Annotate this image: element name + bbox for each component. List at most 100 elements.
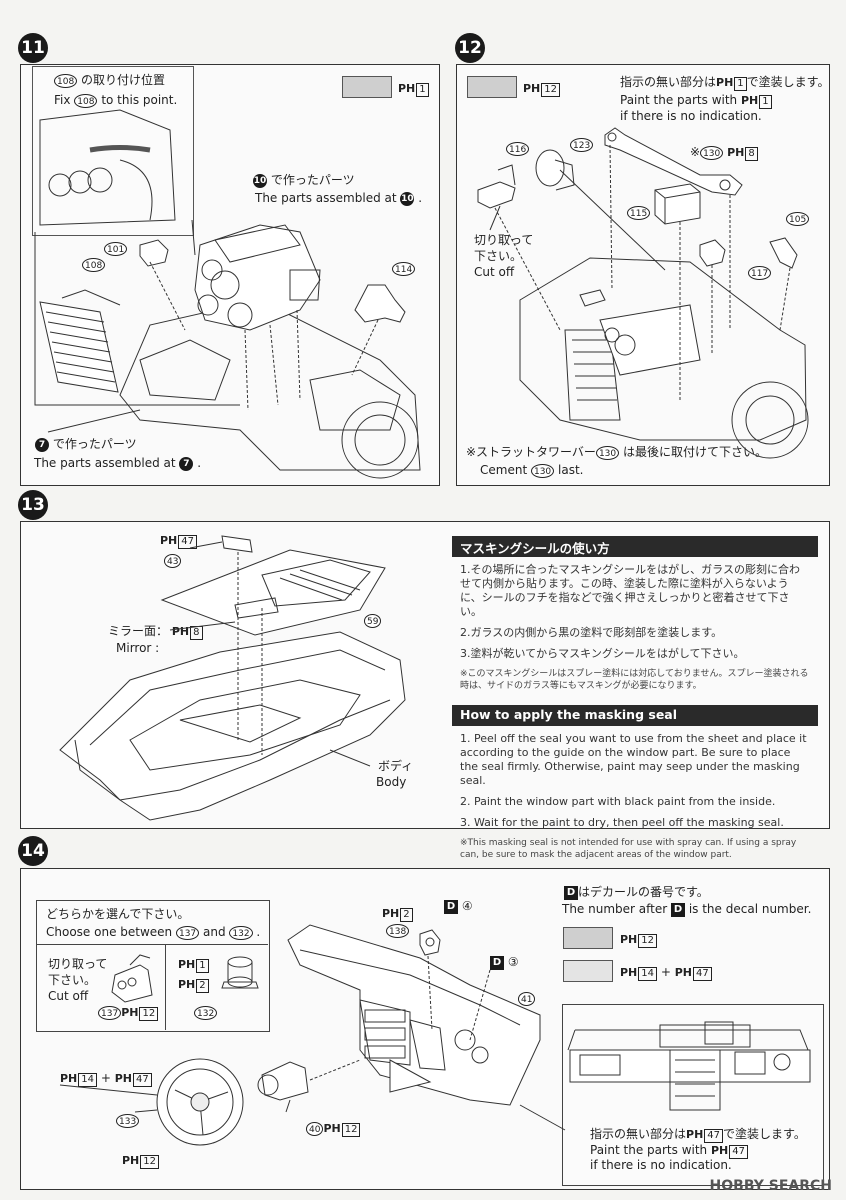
part-number: 40 bbox=[306, 1121, 324, 1136]
paint-prefix: PH bbox=[620, 966, 638, 979]
paint-number: 47 bbox=[729, 1145, 748, 1159]
step-12-cut-en: Cut off bbox=[474, 265, 515, 279]
part-116-label: 116 bbox=[506, 140, 530, 156]
part-number: 137 bbox=[175, 925, 200, 940]
mirror-jp-text: ミラー面： bbox=[108, 624, 169, 638]
decal-number: ③ bbox=[507, 955, 519, 969]
step-12-number: 12 bbox=[455, 33, 485, 63]
paint-prefix: PH bbox=[114, 1072, 132, 1085]
step-11-number: 11 bbox=[18, 33, 48, 63]
asm2-en-text: The parts assembled at bbox=[34, 456, 176, 470]
part-133-label: 133 bbox=[116, 1112, 140, 1128]
decal-en: The number after D is the decal number. bbox=[562, 901, 811, 917]
paint-prefix: PH bbox=[178, 978, 196, 991]
body-jp: ボディ bbox=[378, 759, 414, 773]
part-number: 138 bbox=[386, 923, 410, 938]
part-number: 130 bbox=[700, 145, 724, 160]
part-105-label: 105 bbox=[786, 210, 810, 226]
paint-number: 8 bbox=[745, 147, 758, 161]
paint-prefix: PH bbox=[121, 1006, 139, 1019]
paint-number: 8 bbox=[190, 626, 203, 640]
paint-number: 12 bbox=[541, 83, 561, 97]
note-jp-a: 指示の無い部分は bbox=[590, 1127, 687, 1141]
decal-4-label: D ④ bbox=[444, 898, 473, 914]
paint-number: 1 bbox=[416, 83, 429, 97]
paint-number: 14 bbox=[78, 1073, 98, 1087]
choose-jp: どちらかを選んで下さい。 bbox=[46, 907, 190, 921]
step-12-cut-jp1: 切り取って bbox=[474, 233, 534, 247]
step-12-paint-swatch bbox=[467, 76, 517, 98]
step-11-inset-en: Fix 108 to this point. bbox=[54, 92, 177, 108]
part-138-label: 138 bbox=[386, 922, 410, 938]
part-number: 101 bbox=[104, 241, 128, 256]
step-14-note-en2: if there is no indication. bbox=[590, 1158, 732, 1172]
part-59-label: 59 bbox=[364, 612, 382, 628]
part-108-label: 108 bbox=[82, 256, 106, 272]
decal-en-a: The number after bbox=[562, 902, 668, 916]
inset-en-suffix: to this point. bbox=[101, 93, 178, 107]
asm-en-text: The parts assembled at bbox=[255, 191, 397, 205]
choose-en: Choose one between 137 and 132 . bbox=[46, 925, 261, 940]
step-ref-badge: 10 bbox=[400, 191, 415, 206]
note-en-a: Paint the parts with bbox=[620, 93, 738, 107]
strut-en-b: last. bbox=[558, 463, 584, 477]
paint-prefix: PH bbox=[398, 82, 416, 95]
part-number: 133 bbox=[116, 1113, 140, 1128]
step-ref-badge: 7 bbox=[179, 456, 194, 471]
choose-en-b: and bbox=[203, 925, 226, 939]
paint-number: 2 bbox=[196, 979, 209, 993]
part-number: 130 bbox=[595, 445, 620, 460]
part-number: 117 bbox=[748, 265, 772, 280]
paint-prefix: PH bbox=[716, 76, 734, 89]
part-114-label: 114 bbox=[392, 260, 416, 276]
paint-number: 2 bbox=[400, 908, 413, 922]
choose-cut-jp1: 切り取って bbox=[48, 957, 108, 971]
decal-3-label: D ③ bbox=[490, 954, 519, 970]
part-117-label: 117 bbox=[748, 264, 772, 280]
note-jp-a: 指示の無い部分は bbox=[620, 75, 717, 89]
masking-jp-step2: 2.ガラスの内側から黒の塗料で彫刻部を塗装します。 bbox=[460, 626, 723, 639]
part-number: 130 bbox=[530, 463, 555, 478]
decal-letter: D bbox=[564, 885, 578, 900]
masking-jp-step3: 3.塗料が乾いてからマスキングシールをはがして下さい。 bbox=[460, 647, 745, 660]
step-11-asm-en: The parts assembled at 10 . bbox=[255, 191, 423, 206]
paint-number: 12 bbox=[139, 1007, 159, 1021]
part-115-label: 115 bbox=[627, 204, 651, 220]
choose-cut-jp2: 下さい。 bbox=[48, 973, 97, 987]
part-number: 132 bbox=[194, 1005, 218, 1020]
part-number: 105 bbox=[786, 211, 810, 226]
step-12-note-en2: if there is no indication. bbox=[620, 109, 762, 123]
part-number: 115 bbox=[627, 205, 651, 220]
paint-number: 1 bbox=[196, 959, 209, 973]
masking-instructions: マスキングシールの使い方 1.その場所に合ったマスキングシールをはがし、ガラスの… bbox=[452, 536, 818, 874]
masking-en-step1: 1. Peel off the seal you want to use fro… bbox=[460, 732, 807, 787]
paint-prefix: PH bbox=[171, 625, 190, 638]
step-13-number: 13 bbox=[18, 490, 48, 520]
paint-prefix: PH bbox=[160, 534, 178, 547]
step-12-strut-note-en: Cement 130 last. bbox=[480, 462, 583, 478]
strut-en-a: Cement bbox=[480, 463, 528, 477]
masking-jp-note: ※このマスキングシールはスプレー塗料には対応しておりません。スプレー塗装される時… bbox=[460, 669, 809, 691]
masking-jp-title: マスキングシールの使い方 bbox=[452, 536, 818, 557]
masking-en-step2: 2. Paint the window part with black pain… bbox=[460, 795, 776, 808]
part-number: 123 bbox=[570, 137, 594, 152]
part-number: 108 bbox=[74, 93, 98, 108]
part-number: 41 bbox=[518, 991, 536, 1006]
paint-prefix: PH bbox=[727, 146, 745, 159]
paint-prefix: PH bbox=[620, 933, 638, 946]
part-number: 132 bbox=[229, 925, 253, 940]
paint-number: 14 bbox=[638, 967, 658, 981]
note-jp-b: で塗装します。 bbox=[723, 1127, 806, 1141]
step-ref-badge: 7 bbox=[35, 437, 49, 452]
